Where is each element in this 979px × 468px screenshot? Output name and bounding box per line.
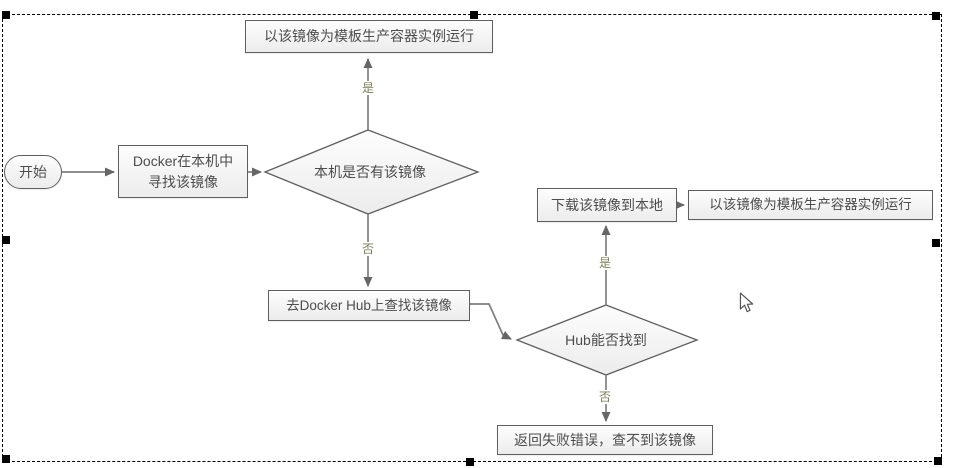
node-start[interactable]: 开始 <box>4 155 62 189</box>
node-fail[interactable]: 返回失败错误，查不到该镜像 <box>497 425 713 455</box>
node-search-hub-label: 去Docker Hub上查找该镜像 <box>286 297 452 313</box>
node-start-label: 开始 <box>19 163 47 180</box>
node-search-hub[interactable]: 去Docker Hub上查找该镜像 <box>268 290 470 321</box>
node-download-label: 下载该镜像到本地 <box>551 196 663 213</box>
decision-has-local-shape[interactable] <box>263 129 480 215</box>
node-find-local[interactable]: Docker在本机中 寻找该镜像 <box>118 145 248 198</box>
selection-handle-nw[interactable] <box>2 11 10 19</box>
selection-handle-e[interactable] <box>932 239 940 247</box>
node-download[interactable]: 下载该镜像到本地 <box>537 188 677 222</box>
selection-handle-n[interactable] <box>470 11 478 19</box>
node-fail-label: 返回失败错误，查不到该镜像 <box>514 431 696 448</box>
edge-label-hub-found-no: 否 <box>598 390 613 404</box>
decision-hub-found-shape[interactable] <box>515 304 699 376</box>
selection-handle-sw[interactable] <box>2 455 10 463</box>
decision-hub-found-label: Hub能否找到 <box>565 332 647 348</box>
node-run-right[interactable]: 以该镜像为模板生产容器实例运行 <box>688 190 933 220</box>
node-find-local-line2: 寻找该镜像 <box>148 173 218 190</box>
node-run-top-label: 以该镜像为模板生产容器实例运行 <box>264 28 474 45</box>
node-run-top[interactable]: 以该镜像为模板生产容器实例运行 <box>245 20 493 53</box>
selection-handle-w[interactable] <box>2 236 10 244</box>
edge-label-hub-found-yes: 是 <box>598 256 613 270</box>
edge-label-has-local-yes: 是 <box>361 81 376 95</box>
node-find-local-line1: Docker在本机中 <box>132 153 234 170</box>
decision-has-local-label: 本机是否有该镜像 <box>314 164 426 180</box>
edge-search-hub-to-hub-found[interactable] <box>470 303 512 340</box>
selection-handle-s[interactable] <box>466 458 474 466</box>
node-run-right-label: 以该镜像为模板生产容器实例运行 <box>709 197 912 213</box>
selection-handle-ne[interactable] <box>932 12 940 20</box>
edge-label-has-local-no: 否 <box>361 242 376 256</box>
selection-handle-se[interactable] <box>934 457 942 465</box>
